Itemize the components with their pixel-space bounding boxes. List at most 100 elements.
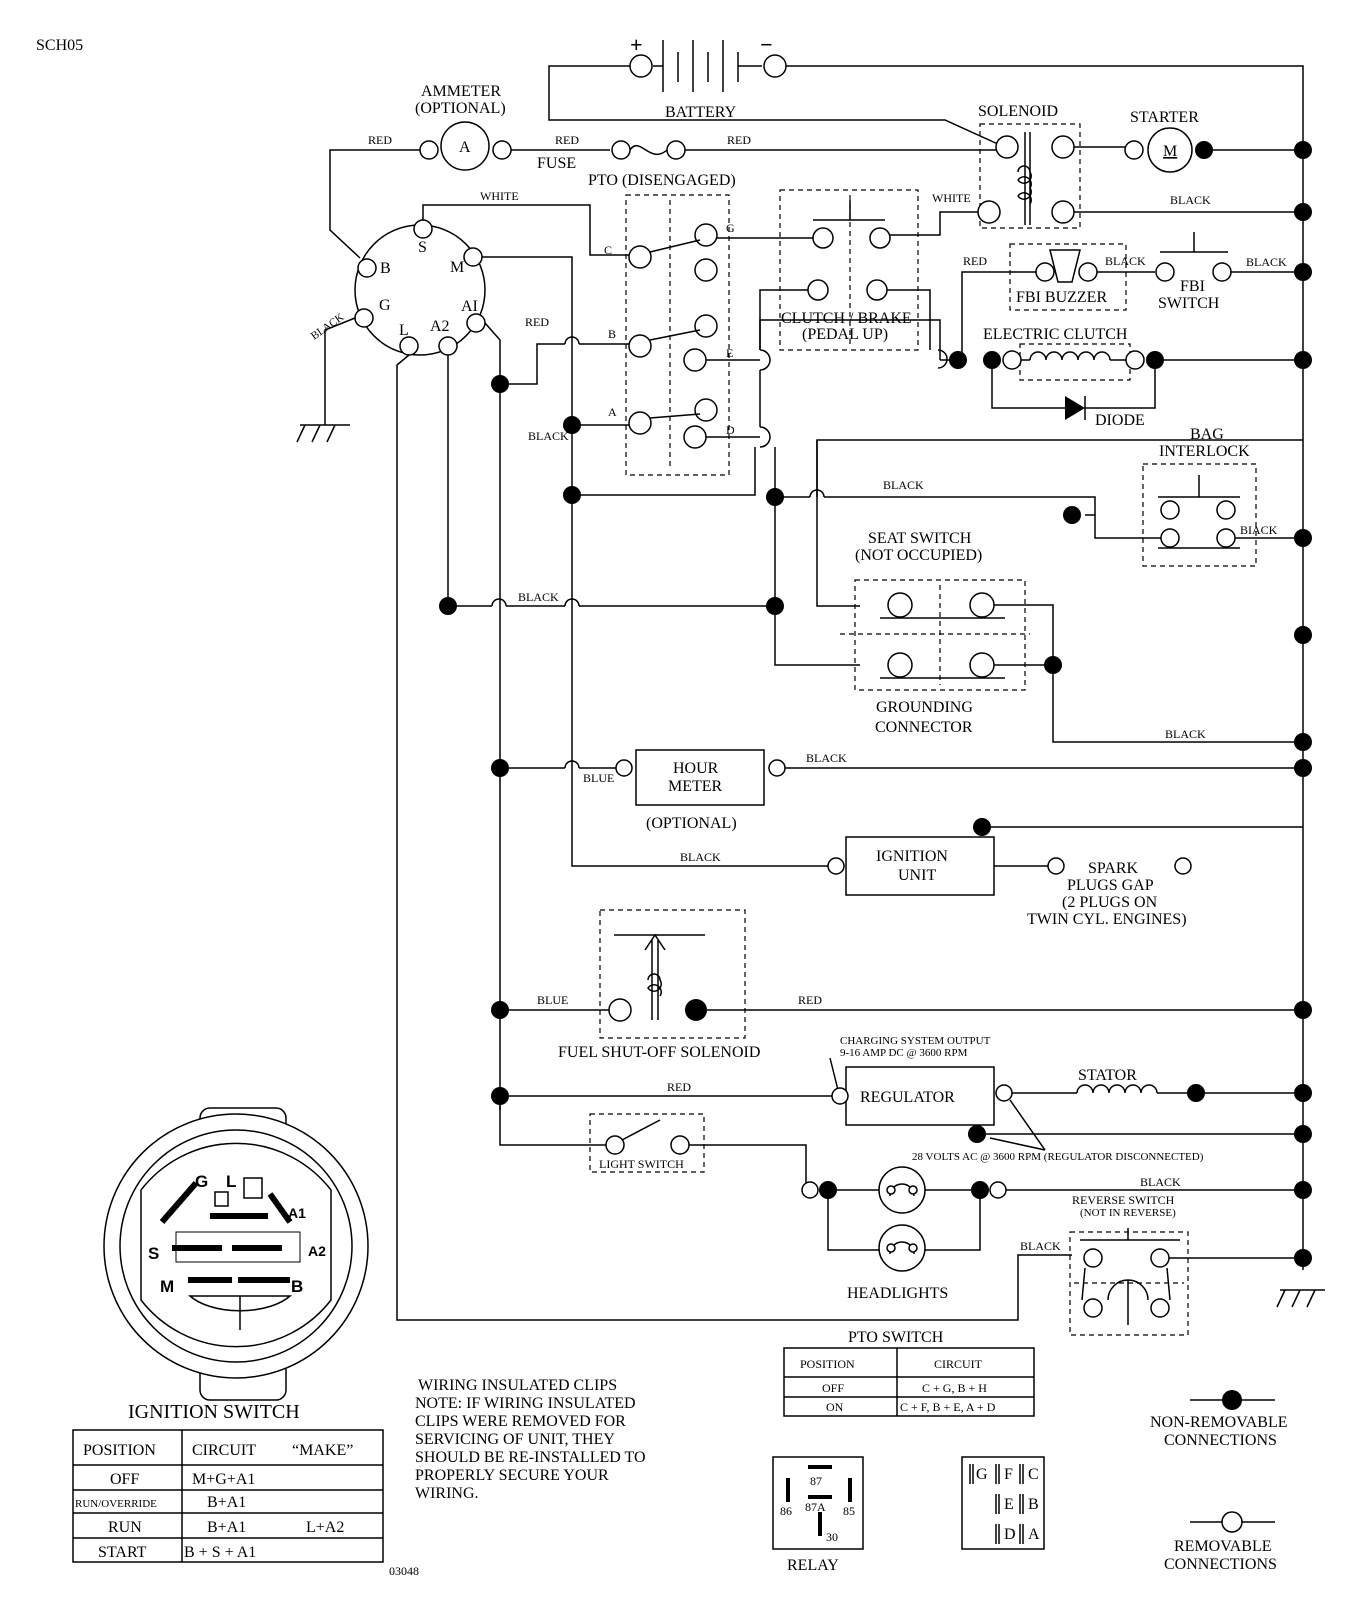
fuel-solenoid-label: FUEL SHUT-OFF SOLENOID (558, 1044, 760, 1061)
svg-text:B: B (608, 327, 616, 341)
svg-text:GROUNDING: GROUNDING (876, 699, 973, 716)
legend-non-removable: NON-REMOVABLE CONNECTIONS (1150, 1390, 1287, 1449)
regulator: REGULATOR (831, 1066, 1013, 1143)
svg-text:A2: A2 (308, 1243, 326, 1259)
solenoid-label: SOLENOID (978, 103, 1058, 120)
svg-text:30: 30 (826, 1530, 838, 1544)
svg-text:87: 87 (810, 1474, 822, 1488)
svg-text:TWIN CYL. ENGINES): TWIN CYL. ENGINES) (1027, 911, 1187, 928)
svg-text:HEADLIGHTS: HEADLIGHTS (847, 1285, 948, 1302)
svg-text:BLACK: BLACK (1246, 255, 1287, 269)
svg-text:OFF: OFF (822, 1381, 844, 1395)
svg-text:F: F (1004, 1466, 1013, 1483)
svg-text:G: G (379, 297, 391, 314)
svg-text:WIRING INSULATED CLIPS: WIRING INSULATED CLIPS (418, 1377, 617, 1394)
svg-text:OFF: OFF (110, 1471, 139, 1488)
svg-text:SWITCH: SWITCH (1158, 295, 1220, 312)
svg-text:B: B (1028, 1496, 1039, 1513)
svg-text:S: S (418, 239, 427, 256)
svg-text:BLUE: BLUE (537, 993, 568, 1007)
ground-symbol-left (296, 424, 350, 443)
svg-text:SERVICING OF UNIT, THEY: SERVICING OF UNIT, THEY (415, 1431, 615, 1448)
svg-text:CONNECTIONS: CONNECTIONS (1164, 1556, 1277, 1573)
diode-label: DIODE (1095, 412, 1145, 429)
clutch-brake-switch: CLUTCH / BRAKE (PEDAL UP) (779, 189, 919, 351)
ammeter-sub: (OPTIONAL) (415, 100, 506, 117)
svg-text:B+A1: B+A1 (207, 1494, 246, 1511)
wiring-note: WIRING INSULATED CLIPS NOTE: IF WIRING I… (415, 1377, 646, 1502)
svg-text:G: G (195, 1172, 208, 1191)
clutch-brake-line2: (PEDAL UP) (802, 326, 888, 343)
svg-text:C + G, B + H: C + G, B + H (922, 1381, 987, 1395)
svg-text:BLACK: BLACK (1165, 727, 1206, 741)
svg-text:(NOT IN REVERSE): (NOT IN REVERSE) (1080, 1207, 1176, 1219)
legend-removable: REMOVABLE CONNECTIONS (1164, 1511, 1277, 1573)
svg-text:HOUR: HOUR (673, 760, 719, 777)
svg-text:SHOULD BE RE-INSTALLED TO: SHOULD BE RE-INSTALLED TO (415, 1449, 646, 1466)
svg-text:BLACK: BLACK (1020, 1239, 1061, 1253)
svg-text:RED: RED (798, 993, 822, 1007)
svg-text:28 VOLTS AC @ 3600 RPM (REGULA: 28 VOLTS AC @ 3600 RPM (REGULATOR DISCON… (912, 1151, 1204, 1163)
svg-text:RED: RED (667, 1080, 691, 1094)
svg-text:L+A2: L+A2 (306, 1519, 344, 1536)
svg-text:START: START (98, 1544, 147, 1561)
diode: DIODE (991, 360, 1156, 429)
spark-plugs: SPARK PLUGS GAP (2 PLUGS ON TWIN CYL. EN… (1027, 857, 1192, 928)
svg-text:RUN/OVERRIDE: RUN/OVERRIDE (75, 1498, 157, 1510)
svg-text:BLACK: BLACK (883, 478, 924, 492)
seat-switch: SEAT SWITCH (NOT OCCUPIED) GROUNDING CON… (840, 530, 1030, 736)
ignition-table: POSITION CIRCUIT “MAKE” OFF M+G+A1 RUN/O… (72, 1429, 384, 1563)
svg-text:REGULATOR: REGULATOR (860, 1089, 955, 1106)
svg-text:CLIPS WERE REMOVED FOR: CLIPS WERE REMOVED FOR (415, 1413, 626, 1430)
svg-text:M: M (160, 1277, 174, 1296)
fuel-shutoff-solenoid: FUEL SHUT-OFF SOLENOID (558, 909, 760, 1061)
svg-text:BAG: BAG (1190, 426, 1224, 443)
svg-text:G: G (976, 1466, 988, 1483)
svg-text:85: 85 (843, 1504, 855, 1518)
svg-text:BLACK: BLACK (1105, 254, 1146, 268)
svg-text:M: M (450, 259, 464, 276)
svg-text:D: D (1004, 1526, 1016, 1543)
svg-text:BLACK: BLACK (528, 429, 569, 443)
svg-text:REMOVABLE: REMOVABLE (1174, 1538, 1272, 1555)
pto-switch: PTO (DISENGAGED) G C B E A D (588, 172, 736, 476)
svg-text:METER: METER (668, 778, 723, 795)
svg-text:CHARGING SYSTEM OUTPUT: CHARGING SYSTEM OUTPUT (840, 1035, 991, 1047)
svg-text:C + F, B + E, A + D: C + F, B + E, A + D (900, 1400, 996, 1414)
svg-text:“MAKE”: “MAKE” (292, 1442, 353, 1459)
svg-text:ON: ON (826, 1400, 844, 1414)
svg-text:REVERSE SWITCH: REVERSE SWITCH (1072, 1193, 1175, 1207)
ammeter: AMMETER (OPTIONAL) A (415, 83, 512, 171)
solenoid: SOLENOID (977, 103, 1081, 229)
starter-label: STARTER (1130, 109, 1199, 126)
svg-text:C: C (1028, 1466, 1039, 1483)
ignition-unit: IGNITION UNIT (827, 836, 995, 896)
starter: STARTER M (1124, 109, 1213, 173)
svg-text:86: 86 (780, 1504, 792, 1518)
svg-text:CIRCUIT: CIRCUIT (192, 1442, 256, 1459)
svg-text:PTO SWITCH: PTO SWITCH (848, 1329, 944, 1346)
svg-text:RED: RED (727, 133, 751, 147)
battery-minus: − (760, 32, 773, 57)
fuse-label: FUSE (537, 155, 576, 172)
ammeter-label: AMMETER (421, 83, 501, 100)
ignition-switch-schematic: S M B G AI L A2 (354, 219, 486, 356)
svg-text:C: C (604, 243, 612, 257)
pto-label: PTO (DISENGAGED) (588, 172, 736, 189)
svg-text:A: A (459, 139, 471, 156)
svg-text:CONNECTOR: CONNECTOR (875, 719, 973, 736)
svg-text:B + S + A1: B + S + A1 (184, 1544, 256, 1561)
fbi-buzzer-label: FBI BUZZER (1016, 289, 1107, 306)
svg-text:(2 PLUGS ON: (2 PLUGS ON (1062, 894, 1158, 911)
svg-text:WHITE: WHITE (932, 191, 971, 205)
svg-text:87A: 87A (805, 1500, 826, 1514)
svg-text:A2: A2 (430, 318, 450, 335)
stator: STATOR (1076, 1067, 1158, 1094)
svg-text:IGNITION: IGNITION (876, 848, 948, 865)
svg-text:UNIT: UNIT (898, 867, 936, 884)
connector-pinout: G F C E B D A (961, 1456, 1045, 1550)
svg-text:SEAT SWITCH: SEAT SWITCH (868, 530, 972, 547)
svg-text:BLACK: BLACK (518, 590, 559, 604)
fbi-switch: FBI SWITCH (1155, 232, 1232, 312)
